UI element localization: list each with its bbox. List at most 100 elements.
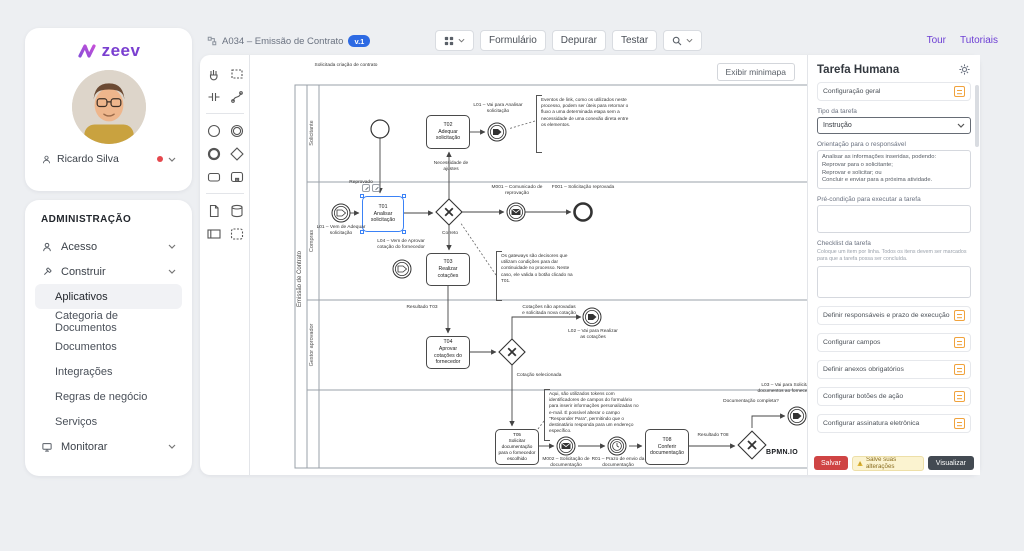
tutorials-link[interactable]: Tutoriais: [960, 35, 998, 46]
link-throw-event-l03[interactable]: [787, 406, 807, 426]
task-type-value: Instrução: [823, 122, 852, 129]
create-end-event-icon[interactable]: [203, 143, 224, 164]
sidebar-item-integracoes[interactable]: Integrações: [55, 365, 113, 378]
save-button[interactable]: Salvar: [814, 456, 848, 470]
process-icon: [207, 36, 217, 46]
create-data-object-icon[interactable]: [203, 200, 224, 221]
orientation-textarea[interactable]: Analisar as informações inseridas, poden…: [817, 150, 971, 190]
user-menu[interactable]: Ricardo Silva: [25, 151, 192, 167]
section-label: Configuração geral: [823, 88, 881, 95]
task-t08[interactable]: T08 Conferir documentação: [645, 429, 689, 465]
link-throw-event-l01[interactable]: [487, 122, 507, 142]
link-throw-event-l02[interactable]: [582, 307, 602, 327]
panel-section[interactable]: Configurar botões de ação: [817, 387, 971, 406]
exclusive-gateway-1[interactable]: [435, 198, 463, 226]
gear-icon[interactable]: [958, 63, 971, 76]
text-annotation-links[interactable]: Eventos de link, como os utilizados nest…: [536, 95, 633, 153]
create-group-icon[interactable]: [226, 223, 247, 244]
text-annotation-tokens[interactable]: Aqui, são utilizados tokens com identifi…: [544, 389, 643, 441]
section-config-icon: [954, 337, 965, 348]
selection-handle[interactable]: [402, 194, 406, 198]
chevron-down-icon: [168, 444, 176, 449]
grid-icon: [444, 36, 454, 45]
task-type-select[interactable]: Instrução: [817, 117, 971, 134]
zoom-button[interactable]: [663, 30, 703, 51]
sidebar-item-servicos[interactable]: Serviços: [55, 415, 98, 428]
precondition-textarea[interactable]: [817, 205, 971, 234]
version-badge: v.1: [348, 35, 371, 47]
sidebar-item-documentos[interactable]: Documentos: [55, 340, 117, 353]
exclusive-gateway-3[interactable]: [737, 430, 767, 460]
create-data-store-icon[interactable]: [226, 200, 247, 221]
pool[interactable]: [294, 84, 807, 469]
create-task-icon[interactable]: [203, 166, 224, 187]
message-throw-event-m002[interactable]: [556, 436, 576, 456]
debug-button[interactable]: Depurar: [551, 30, 606, 51]
lasso-tool-icon[interactable]: [226, 63, 247, 84]
start-event[interactable]: [370, 119, 390, 139]
panel-section[interactable]: Definir responsáveis e prazo de execução: [817, 306, 971, 325]
form-button[interactable]: Formulário: [480, 30, 546, 51]
breadcrumb[interactable]: A034 – Emissão de Contrato v.1: [207, 30, 371, 52]
exclusive-gateway-2[interactable]: [498, 338, 526, 366]
user-name: Ricardo Silva: [57, 153, 119, 165]
sidebar-profile-card: zeev Ricardo Silva: [25, 28, 192, 191]
warning-icon: [857, 460, 863, 466]
selection-handle[interactable]: [360, 194, 364, 198]
panel-section-label: Definir responsáveis e prazo de execução: [823, 312, 950, 319]
create-subprocess-icon[interactable]: [226, 166, 247, 187]
message-throw-event-m001[interactable]: [506, 202, 526, 222]
show-minimap-button[interactable]: Exibir minimapa: [716, 63, 795, 81]
section-configuracao-geral[interactable]: Configuração geral: [817, 82, 971, 101]
timer-event-r01[interactable]: [607, 436, 627, 456]
link-throw-l01-label: L01 – Vai para Analisar solicitação: [473, 103, 523, 115]
sidebar-item-categoria-documentos[interactable]: Categoria de Documentos: [55, 309, 118, 334]
message-m002-label: M002 – Solicitação de documentação: [542, 457, 590, 469]
create-start-event-icon[interactable]: [203, 120, 224, 141]
create-intermediate-event-icon[interactable]: [226, 120, 247, 141]
link-catch-event-l04[interactable]: [392, 259, 412, 279]
task-t03[interactable]: T03 Realizar cotações: [426, 253, 470, 286]
sidebar-item-construir[interactable]: Construir: [35, 259, 182, 284]
panel-scrollbar[interactable]: [975, 85, 979, 147]
associations: [459, 120, 545, 430]
text-annotation-gateways[interactable]: Os gateways são decisores que utilizam c…: [496, 251, 580, 301]
sidebar-item-monitorar[interactable]: Monitorar: [35, 434, 182, 459]
task-t01-selected[interactable]: T01 Analisar solicitação: [360, 194, 406, 234]
context-pad-wrench-icon[interactable]: [372, 184, 380, 192]
context-pad-edit-icon[interactable]: [362, 184, 370, 192]
task-t05[interactable]: T05 Solicitar documentação para o fornec…: [495, 429, 539, 465]
end-event-f001[interactable]: [573, 202, 593, 222]
test-button[interactable]: Testar: [611, 30, 658, 51]
panel-section[interactable]: Configurar campos: [817, 333, 971, 352]
checklist-textarea[interactable]: [817, 266, 971, 298]
task-t02[interactable]: T02 Adequar solicitação: [426, 115, 470, 149]
create-participant-icon[interactable]: [203, 223, 224, 244]
preview-button[interactable]: Visualizar: [927, 456, 974, 470]
tour-link[interactable]: Tour: [926, 35, 947, 46]
create-gateway-icon[interactable]: [226, 143, 247, 164]
global-connect-tool-icon[interactable]: [226, 86, 247, 107]
link-catch-event-l01[interactable]: [331, 203, 351, 223]
space-tool-icon[interactable]: [203, 86, 224, 107]
palette-separator: [206, 113, 244, 114]
bpmn-io-watermark[interactable]: BPMN.IO: [766, 449, 799, 456]
selection-handle[interactable]: [360, 230, 364, 234]
panel-section-label: Definir anexos obrigatórios: [823, 366, 904, 373]
avatar: [71, 70, 146, 144]
sidebar-item-aplicativos[interactable]: Aplicativos: [35, 284, 182, 309]
hand-tool-icon[interactable]: [203, 63, 224, 84]
sidebar-item-acesso[interactable]: Acesso: [35, 234, 182, 259]
task-t04[interactable]: T04 Aprovar cotações do fornecedor: [426, 336, 470, 369]
flow-label-reprovado: Reprovado: [349, 180, 373, 185]
sidebar-item-regras-negocio[interactable]: Regras de negócio: [55, 390, 148, 403]
panel-section-label: Configurar assinatura eletrônica: [823, 420, 920, 427]
apps-grid-button[interactable]: [435, 30, 474, 51]
bpmn-canvas[interactable]: Exibir minimapa Emissão de Contrato: [250, 55, 807, 475]
panel-section[interactable]: Configurar assinatura eletrônica: [817, 414, 971, 433]
status-dot: [157, 156, 163, 162]
panel-section[interactable]: Definir anexos obrigatórios: [817, 360, 971, 379]
warning-text: Salve suas alterações: [865, 456, 897, 470]
selection-handle[interactable]: [402, 230, 406, 234]
chevron-down-icon: [168, 269, 176, 274]
